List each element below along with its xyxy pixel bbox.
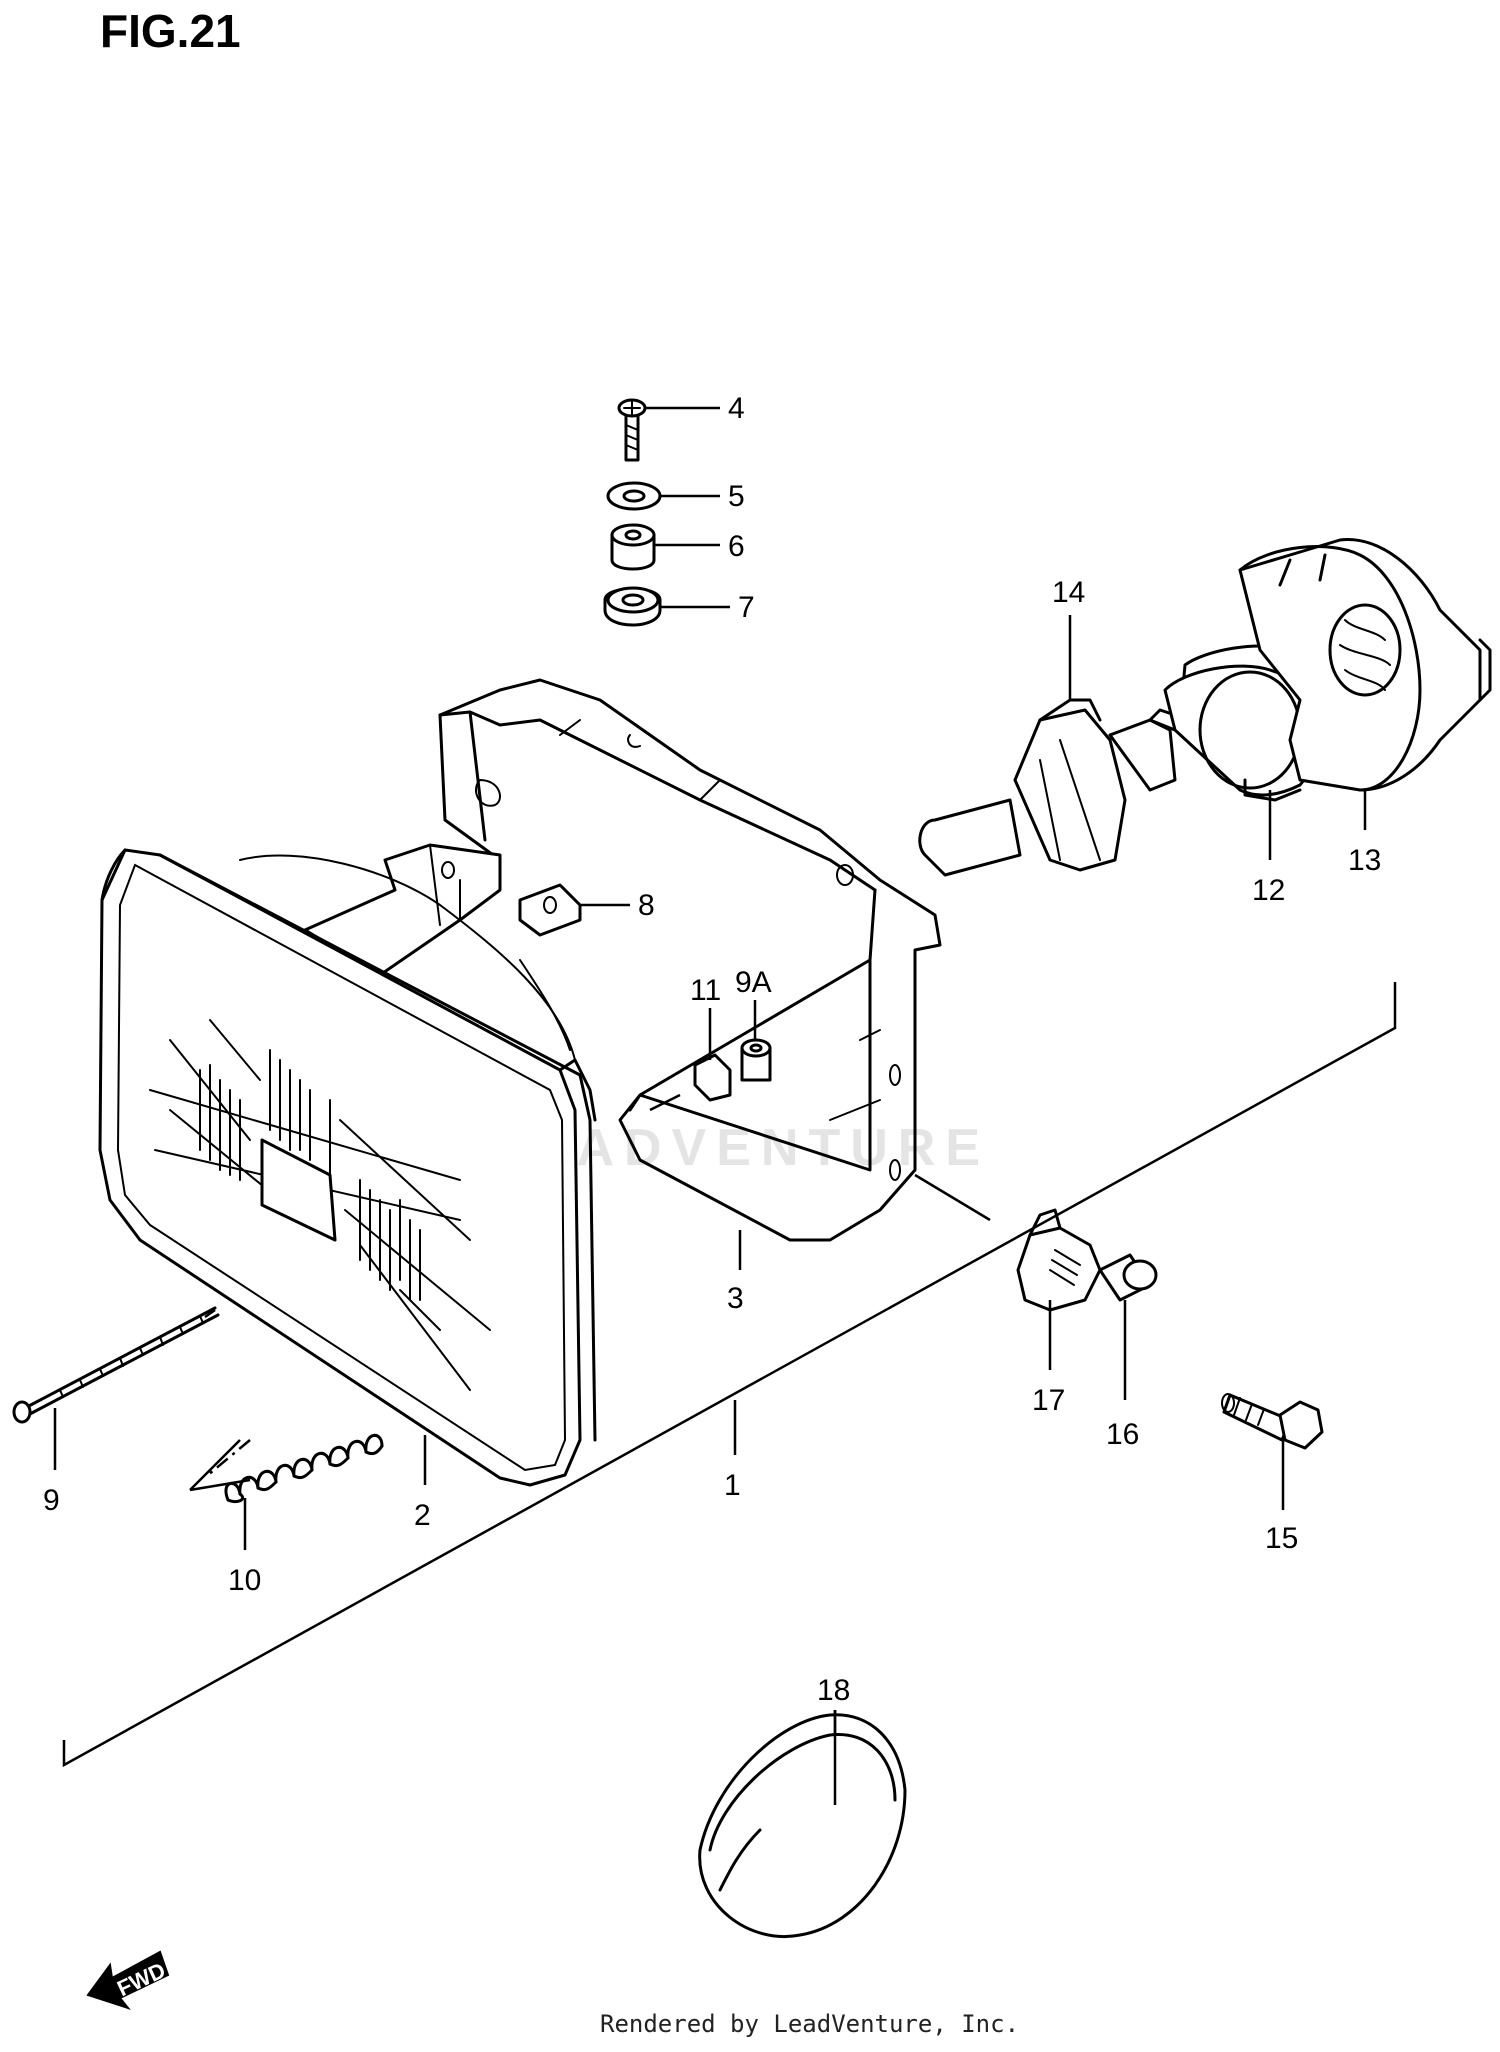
callout-5: 5 [728,480,745,513]
collar-6 [610,523,656,571]
callout-15: 15 [1265,1522,1298,1555]
collar-16 [1098,1253,1158,1302]
callout-2: 2 [414,1499,431,1532]
callout-9: 9 [43,1484,60,1517]
callout-1: 1 [724,1469,741,1502]
callout-18: 18 [817,1674,850,1707]
callout-16: 16 [1106,1418,1139,1451]
nut-11 [693,1053,732,1102]
bulb-14 [918,698,1177,877]
callout-3: 3 [727,1282,744,1315]
spring-10 [224,1434,384,1504]
grommet-7 [603,586,662,627]
clip-nut-8 [518,883,582,937]
callout-12: 12 [1252,874,1285,907]
headlight-housing [438,678,942,1242]
leader-lines [53,406,1367,1805]
washer-5 [606,481,662,511]
callout-11: 11 [690,974,721,1007]
callout-8: 8 [638,889,655,922]
assembly-bracket [62,982,1397,1768]
adjuster-17 [1016,1208,1102,1312]
callout-10: 10 [228,1564,261,1597]
callout-14: 14 [1052,576,1085,609]
headlight-lens-unit [98,848,597,1487]
bolt-15 [1221,1393,1324,1450]
collar-9a [740,1038,772,1082]
callout-4: 4 [728,392,745,425]
callout-13: 13 [1348,844,1381,877]
figure-title: FIG.21 [100,5,241,57]
callout-17: 17 [1032,1384,1065,1417]
callout-6: 6 [728,530,745,563]
footer-credit: Rendered by LeadVenture, Inc. [600,2010,1020,2038]
callout-9a: 9A [735,966,772,999]
forward-direction-arrow: FWD [86,1950,170,2010]
callout-7: 7 [738,591,755,624]
cap-18 [698,1713,907,1938]
screw-4 [617,398,647,462]
socket-cover-13 [1238,538,1492,792]
adjusting-screw-9 [12,1306,220,1424]
bulb-socket-12 [1163,644,1326,802]
